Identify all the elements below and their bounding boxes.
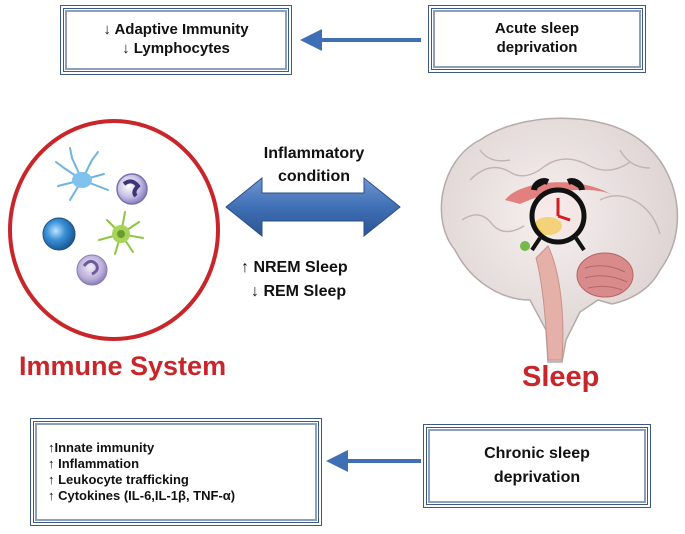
box-line: ↓ Adaptive Immunity xyxy=(103,21,249,39)
sleep-changes-label: ↑ NREM Sleep ↓ REM Sleep xyxy=(241,256,348,304)
box-line: deprivation xyxy=(493,469,581,486)
box-line: ↑Innate immunity xyxy=(48,439,155,455)
adaptive-immunity-box: ↓ Adaptive Immunity ↓ Lymphocytes xyxy=(60,5,292,75)
innate-immunity-box: ↑Innate immunity ↑ Inflammation ↑ Leukoc… xyxy=(30,418,322,526)
bottom-arrow xyxy=(326,450,421,472)
brain-icon xyxy=(440,117,679,363)
label-line: condition xyxy=(278,168,350,186)
immune-cells-icon xyxy=(42,147,148,286)
box-line: Chronic sleep xyxy=(484,445,590,462)
double-arrow xyxy=(225,176,401,238)
box-line: ↓ Lymphocytes xyxy=(122,40,230,57)
box-line: deprivation xyxy=(496,39,578,56)
immune-system-title: Immune System xyxy=(19,351,227,381)
inflammatory-label: Inflammatory condition xyxy=(244,142,384,188)
rem-sleep-text: ↓ REM Sleep xyxy=(251,283,347,300)
sleep-title: Sleep xyxy=(522,361,600,393)
chronic-sleep-deprivation-box: Chronic sleep deprivation xyxy=(423,424,651,508)
box-line: ↑ Inflammation xyxy=(48,455,140,471)
label-line: Inflammatory xyxy=(263,145,365,162)
top-arrow xyxy=(300,29,421,51)
box-line: Acute sleep xyxy=(494,20,580,38)
box-line: ↑ Leukocyte trafficking xyxy=(48,472,189,487)
box-line: ↑ Cytokines (IL-6,IL-1β, TNF-α) xyxy=(48,488,236,504)
nrem-sleep-text: ↑ NREM Sleep xyxy=(241,259,348,276)
acute-sleep-deprivation-box: Acute sleep deprivation xyxy=(428,5,646,73)
